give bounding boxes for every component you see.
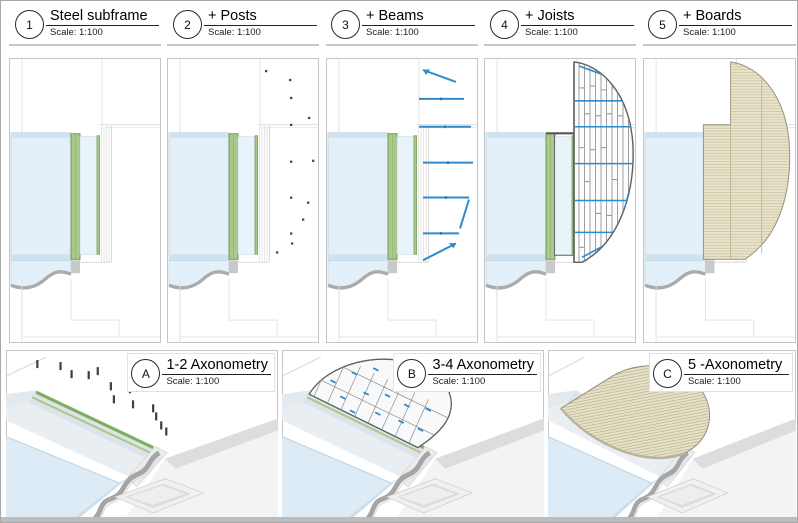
axon-title-text: 3-4 Axonometry (428, 356, 537, 375)
axon-label-a: A 1-2 Axonometry Scale: 1:100 (127, 353, 275, 392)
axon-letter: B (407, 366, 416, 381)
plan-drawing-2 (167, 58, 319, 343)
axon-view-a: A 1-2 Axonometry Scale: 1:100 (6, 350, 278, 519)
axon-letter: A (141, 366, 150, 381)
column-rule (326, 44, 478, 46)
view-number-badge: 5 (648, 10, 677, 39)
view-title-1: 1 Steel subframe Scale: 1:100 (15, 7, 159, 39)
column-rule (9, 44, 161, 46)
view-title-4: 4 + Joists Scale: 1:100 (490, 7, 634, 39)
axon-label-b: B 3-4 Axonometry Scale: 1:100 (393, 353, 541, 392)
view-scale-text: Scale: 1:100 (366, 27, 419, 38)
column-rule (643, 44, 796, 46)
view-title-text: + Beams (362, 7, 475, 26)
plan-view-2-posts (167, 58, 319, 343)
sheet-bottom-edge (1, 517, 797, 522)
plan-drawing-3 (326, 58, 478, 343)
column-rule (484, 44, 636, 46)
plan-drawing-5 (643, 58, 796, 343)
view-title-text: + Boards (679, 7, 792, 26)
view-number: 2 (184, 17, 191, 32)
plan-drawing-1 (9, 58, 161, 343)
view-number: 3 (342, 17, 349, 32)
view-title-text: Steel subframe (46, 7, 159, 26)
axon-letter-badge: B (397, 359, 427, 388)
axon-scale-text: Scale: 1:100 (688, 376, 741, 387)
axon-scale-text: Scale: 1:100 (432, 376, 486, 387)
plan-view-3-beams (326, 58, 478, 343)
view-title-2: 2 + Posts Scale: 1:100 (173, 7, 317, 39)
plan-view-5-boards (643, 58, 796, 343)
axon-scale-text: Scale: 1:100 (166, 376, 220, 387)
plan-view-1-steel-subframe (9, 58, 161, 343)
axon-view-c: C 5 -Axonometry Scale: 1:100 (548, 350, 796, 519)
view-number: 4 (501, 17, 508, 32)
axon-view-b: B 3-4 Axonometry Scale: 1:100 (282, 350, 544, 519)
axon-letter: C (663, 366, 672, 381)
view-number: 1 (26, 17, 33, 32)
view-title-3: 3 + Beams Scale: 1:100 (331, 7, 475, 39)
axon-letter-badge: A (131, 359, 161, 388)
view-number-badge: 1 (15, 10, 44, 39)
plan-drawing-4 (484, 58, 636, 343)
view-number-badge: 4 (490, 10, 519, 39)
view-scale-text: Scale: 1:100 (50, 27, 103, 38)
view-number-badge: 2 (173, 10, 202, 39)
view-scale-text: Scale: 1:100 (208, 27, 261, 38)
view-number: 5 (659, 17, 666, 32)
axon-title-text: 1-2 Axonometry (162, 356, 271, 375)
view-title-text: + Joists (521, 7, 634, 26)
axon-title-text: 5 -Axonometry (684, 356, 789, 375)
view-scale-text: Scale: 1:100 (525, 27, 578, 38)
axon-letter-badge: C (653, 359, 682, 388)
view-title-5: 5 + Boards Scale: 1:100 (648, 7, 792, 39)
view-scale-text: Scale: 1:100 (683, 27, 736, 38)
plan-view-4-joists (484, 58, 636, 343)
column-rule (167, 44, 319, 46)
view-number-badge: 3 (331, 10, 360, 39)
view-title-text: + Posts (204, 7, 317, 26)
axon-label-c: C 5 -Axonometry Scale: 1:100 (649, 353, 793, 392)
